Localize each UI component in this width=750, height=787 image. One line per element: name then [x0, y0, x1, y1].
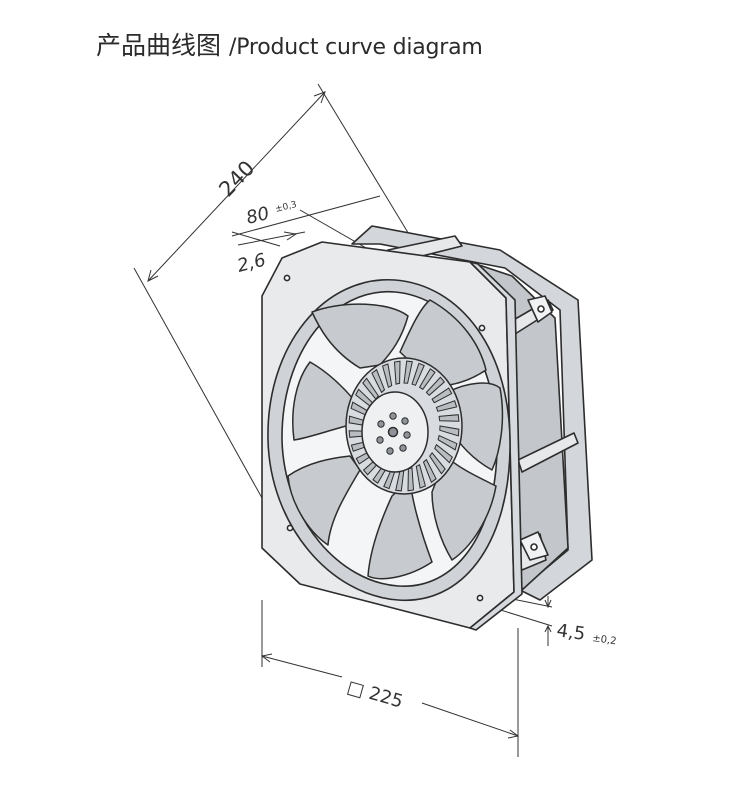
bolt-hole-5: [386, 447, 394, 455]
rotor-center-hole: [387, 426, 399, 438]
rotor-hub: [345, 357, 463, 495]
rotor-fin: [418, 368, 436, 390]
bolt-hole-1: [389, 412, 397, 420]
rotor-fin: [422, 458, 437, 484]
dim-hole-arrow-a: [544, 599, 552, 609]
blade-7: [292, 361, 355, 441]
rotor-fin: [425, 376, 446, 396]
blade-6: [287, 455, 361, 546]
rotor-fin: [438, 414, 460, 422]
label-80: 80: [244, 203, 271, 229]
rotor-fin: [382, 363, 393, 389]
blade-3: [447, 382, 504, 471]
dim-240-arrow-b: [313, 91, 326, 104]
lug-upper-hole: [537, 305, 545, 313]
dim-225-line-b: [421, 702, 519, 737]
rotor-fin: [431, 387, 453, 404]
label-4-5-tolerance: ±0,2: [592, 633, 618, 647]
impeller-blades: [287, 299, 504, 580]
rotor-fin: [434, 443, 453, 464]
bolt-hole-7: [377, 420, 385, 428]
bolt-hole-3: [403, 431, 411, 439]
label-240: 240: [214, 156, 259, 202]
fan-housing-rear: [351, 225, 593, 601]
rotor-fin: [429, 451, 446, 475]
mount-hole-top-right: [478, 324, 486, 332]
dim-80-line: [231, 195, 381, 237]
bolt-hole-2: [401, 417, 409, 425]
title-chinese: 产品曲线图: [96, 31, 222, 60]
dim-240-arrow-a: [147, 269, 159, 282]
rotor-fin: [415, 463, 426, 489]
strut-right-mid: [517, 432, 579, 473]
dim-225-arrow-b: [507, 729, 520, 739]
rotor-fin: [437, 434, 458, 451]
rotor-fin: [362, 377, 379, 401]
rotor-fin: [407, 467, 415, 492]
rotor-fin: [411, 362, 425, 386]
bolt-hole-4: [399, 444, 407, 452]
blade-5: [367, 479, 433, 580]
label-4-5: 4,5: [555, 620, 586, 645]
mount-hole-bottom-left: [286, 524, 294, 532]
rotor-fin: [439, 425, 460, 437]
rotor-fin: [393, 360, 401, 385]
label-80-tolerance: ±0,3: [274, 200, 298, 215]
dim-225-arrow-a: [260, 653, 273, 663]
rotor-fin: [371, 368, 386, 394]
blade-4: [431, 455, 497, 561]
lug-lower-hole: [530, 543, 538, 551]
dim-2-6-arrow: [283, 231, 298, 241]
bolt-hole-6: [376, 436, 384, 444]
mount-hole-top-left: [283, 274, 291, 282]
rotor-fin: [435, 400, 458, 412]
title-english: /Product curve diagram: [229, 35, 483, 60]
page-header: 产品曲线图 /Product curve diagram: [96, 26, 483, 66]
rotor-fin: [403, 360, 413, 384]
dim-240-line: [147, 91, 326, 282]
rear-flange: [351, 225, 593, 601]
ext-2-6: [231, 231, 281, 247]
ext-240-lower: [133, 267, 263, 499]
flange-edge: [469, 261, 523, 631]
dim-2-6-line: [237, 231, 306, 246]
mount-hole-bottom-right: [476, 594, 484, 602]
blade-1: [311, 303, 409, 369]
label-2-6: 2,6: [235, 250, 268, 277]
dim-225-line-a: [261, 655, 343, 678]
dim-hole-arrow-b: [544, 624, 552, 633]
label-225: □ 225: [345, 677, 406, 713]
rotor-bolt-holes: [376, 412, 411, 455]
